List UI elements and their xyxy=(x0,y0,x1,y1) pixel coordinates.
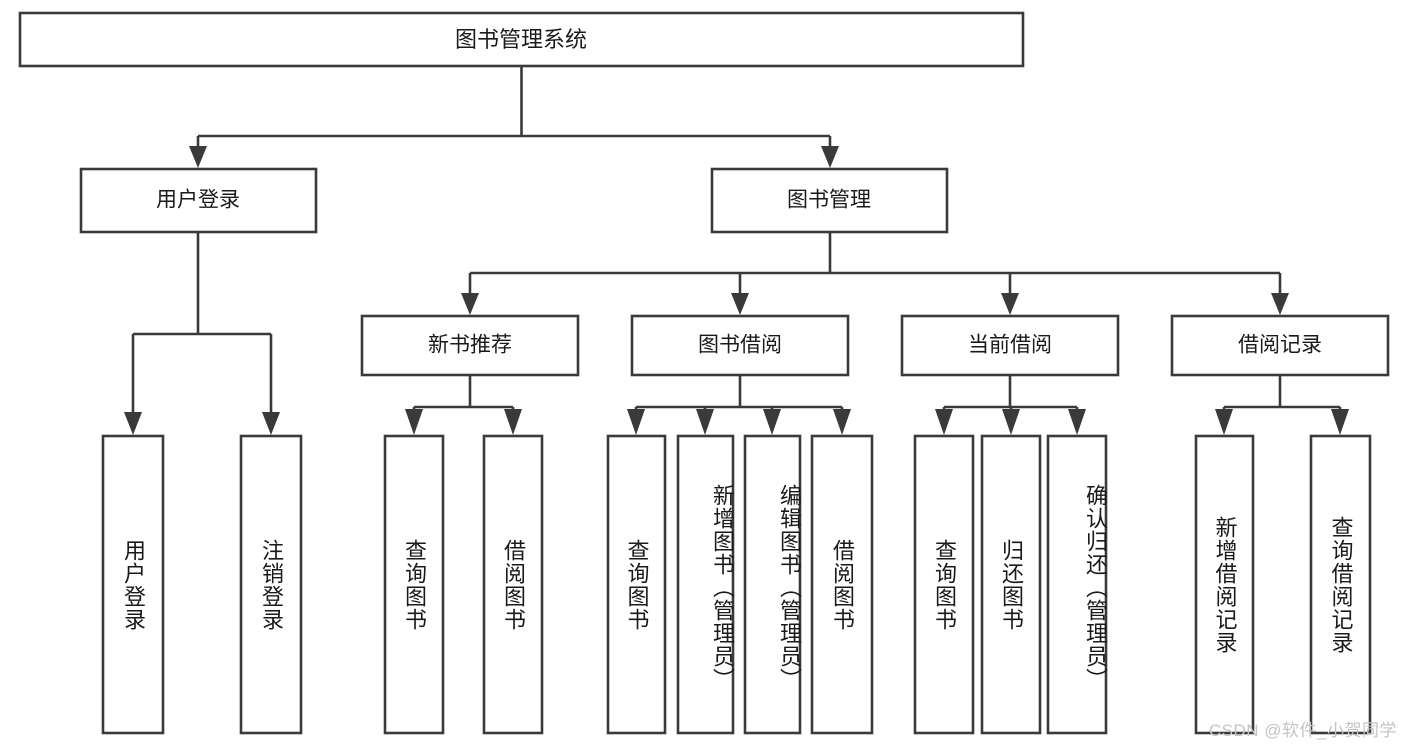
arrowhead-borrow-record xyxy=(1271,293,1289,315)
node-current-borrow-box[interactable] xyxy=(900,314,1120,377)
leaf-box-add-borrow-record[interactable] xyxy=(1194,434,1255,735)
arrowhead-leaf-add-book-admin xyxy=(696,409,714,435)
node-book-manage-label: 图书管理 xyxy=(787,189,871,212)
node-book-manage-box[interactable] xyxy=(710,167,949,234)
node-user-login-box[interactable] xyxy=(79,167,318,234)
arrowhead-leaf-user-login xyxy=(124,412,142,435)
leaf-box-query-book-borrow[interactable] xyxy=(606,434,667,735)
leaf-box-borrow-book-rec[interactable] xyxy=(482,434,544,735)
leaf-box-user-login[interactable] xyxy=(101,434,165,735)
arrowhead-leaf-borrow-book xyxy=(833,409,851,435)
node-root-box[interactable] xyxy=(18,11,1025,68)
leaf-box-query-book-cur[interactable] xyxy=(913,434,975,735)
node-borrow-record[interactable]: 借阅记录 xyxy=(1170,314,1390,377)
leaf-box-user-logout[interactable] xyxy=(239,434,303,735)
arrowhead-leaf-return-book xyxy=(1002,409,1020,435)
leaf-box-edit-book-admin[interactable] xyxy=(743,434,802,735)
node-new-book-recommend-box[interactable] xyxy=(360,314,580,377)
arrowhead-leaf-confirm-return-admin xyxy=(1068,409,1086,435)
arrowhead-leaf-edit-book-admin xyxy=(763,409,781,435)
arrowhead-leaf-query-book-cur xyxy=(935,409,953,435)
node-root[interactable]: 图书管理系统 xyxy=(18,11,1025,68)
connector-layer xyxy=(124,66,1349,435)
arrowhead-new-book-recommend xyxy=(461,293,479,315)
arrowhead-leaf-add-borrow-record xyxy=(1215,409,1233,435)
node-book-manage[interactable]: 图书管理 xyxy=(710,167,949,234)
node-borrow-record-label: 借阅记录 xyxy=(1238,334,1322,357)
leaf-box-add-book-admin[interactable] xyxy=(676,434,735,735)
arrowhead-book-manage xyxy=(821,146,839,168)
node-borrow-record-box[interactable] xyxy=(1170,314,1390,377)
arrowhead-user-login xyxy=(189,146,207,168)
leaf-box-return-book[interactable] xyxy=(980,434,1042,735)
leaf-box-confirm-return-admin[interactable] xyxy=(1046,434,1108,735)
leaf-box-query-book-rec[interactable] xyxy=(383,434,445,735)
node-new-book-recommend-label: 新书推荐 xyxy=(428,334,512,357)
leaf-box-borrow-book[interactable] xyxy=(810,434,874,735)
leaf-box-query-borrow-record[interactable] xyxy=(1309,434,1372,735)
node-new-book-recommend[interactable]: 新书推荐 xyxy=(360,314,580,377)
arrowhead-book-borrow xyxy=(731,293,749,315)
arrowhead-leaf-user-logout xyxy=(262,412,280,435)
arrowhead-leaf-borrow-book-rec xyxy=(504,409,522,435)
node-book-borrow-label: 图书借阅 xyxy=(698,334,782,357)
arrowhead-current-borrow xyxy=(1001,293,1019,315)
arrowhead-leaf-query-book-rec xyxy=(405,409,423,435)
leaf-box-layer[interactable] xyxy=(101,434,1372,735)
node-user-login-label: 用户登录 xyxy=(156,189,240,212)
arrowhead-leaf-query-book-borrow xyxy=(627,409,645,435)
node-current-borrow[interactable]: 当前借阅 xyxy=(900,314,1120,377)
node-root-label: 图书管理系统 xyxy=(455,27,587,52)
node-user-login[interactable]: 用户登录 xyxy=(79,167,318,234)
watermark-text: CSDN @软件_小贺同学 xyxy=(1208,721,1397,740)
arrowhead-leaf-query-borrow-record xyxy=(1331,409,1349,435)
node-book-borrow-box[interactable] xyxy=(630,314,850,377)
node-book-borrow[interactable]: 图书借阅 xyxy=(630,314,850,377)
node-current-borrow-label: 当前借阅 xyxy=(968,334,1052,357)
